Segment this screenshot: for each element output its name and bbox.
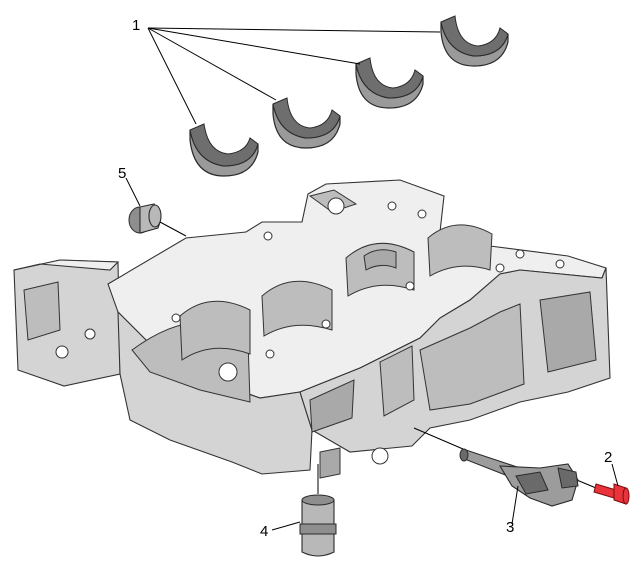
bearing-saddles	[179, 224, 493, 361]
callout-3-label: 3	[506, 519, 514, 536]
plug-install-line	[159, 221, 187, 237]
bearing-shell-1	[189, 123, 259, 177]
callout-5-leader	[125, 177, 141, 207]
bearing-shell-2	[272, 97, 341, 149]
callout-1-leaders	[147, 27, 441, 125]
callout-2-leader	[611, 463, 619, 487]
bolt-part	[593, 483, 630, 505]
sensor-install-line	[413, 427, 471, 453]
callout-4-label: 4	[260, 523, 268, 540]
bearing-shell-3	[355, 57, 424, 109]
bearing-shell-4	[440, 15, 509, 67]
callout-2-label: 2	[604, 449, 612, 466]
callout-1-label: 1	[132, 17, 140, 34]
fitting-part	[299, 494, 337, 557]
sensor-part	[459, 448, 579, 507]
callout-5-label: 5	[118, 165, 126, 182]
plug-part	[128, 203, 162, 234]
lower-crankcase	[13, 179, 611, 479]
callout-4-leader	[271, 521, 301, 531]
callout-3-leader	[511, 485, 519, 525]
